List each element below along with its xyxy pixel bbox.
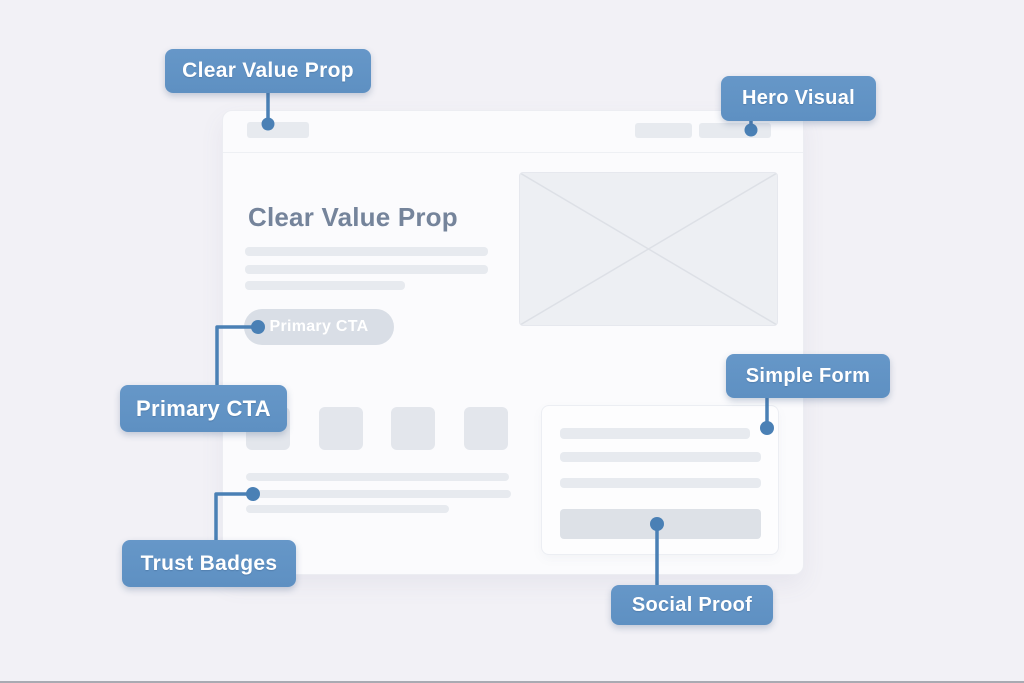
wireframe-navbar xyxy=(223,111,803,153)
form-title-placeholder xyxy=(560,428,750,439)
text-line-placeholder xyxy=(246,505,449,513)
hero-image-placeholder xyxy=(519,172,778,326)
diagonal-cross-icon xyxy=(520,173,777,325)
text-line-placeholder xyxy=(246,473,509,481)
bottom-edge-line xyxy=(0,681,1024,683)
nav-link-placeholder xyxy=(635,123,692,138)
text-line-placeholder xyxy=(245,281,405,290)
nav-link-placeholder xyxy=(699,123,771,138)
annotation-social-proof: Social Proof xyxy=(611,585,773,625)
primary-cta-pill: Primary CTA xyxy=(244,309,394,345)
form-card xyxy=(541,405,779,555)
form-input-placeholder xyxy=(560,478,761,488)
annotation-simple-form: Simple Form xyxy=(726,354,890,398)
trust-badge-square xyxy=(464,407,508,450)
trust-badge-square xyxy=(391,407,435,450)
annotation-trust-badges: Trust Badges xyxy=(122,540,296,587)
logo-placeholder xyxy=(247,122,309,138)
text-line-placeholder xyxy=(246,490,511,498)
annotation-primary-cta: Primary CTA xyxy=(120,385,287,432)
trust-badge-square xyxy=(319,407,363,450)
wireframe-card: Clear Value Prop Primary CTA xyxy=(222,110,804,575)
form-submit-placeholder xyxy=(560,509,761,539)
form-input-placeholder xyxy=(560,452,761,462)
annotation-clear-value-prop: Clear Value Prop xyxy=(165,49,371,93)
annotation-hero-visual: Hero Visual xyxy=(721,76,876,121)
text-line-placeholder xyxy=(245,247,488,256)
text-line-placeholder xyxy=(245,265,488,274)
hero-heading: Clear Value Prop xyxy=(248,202,458,232)
